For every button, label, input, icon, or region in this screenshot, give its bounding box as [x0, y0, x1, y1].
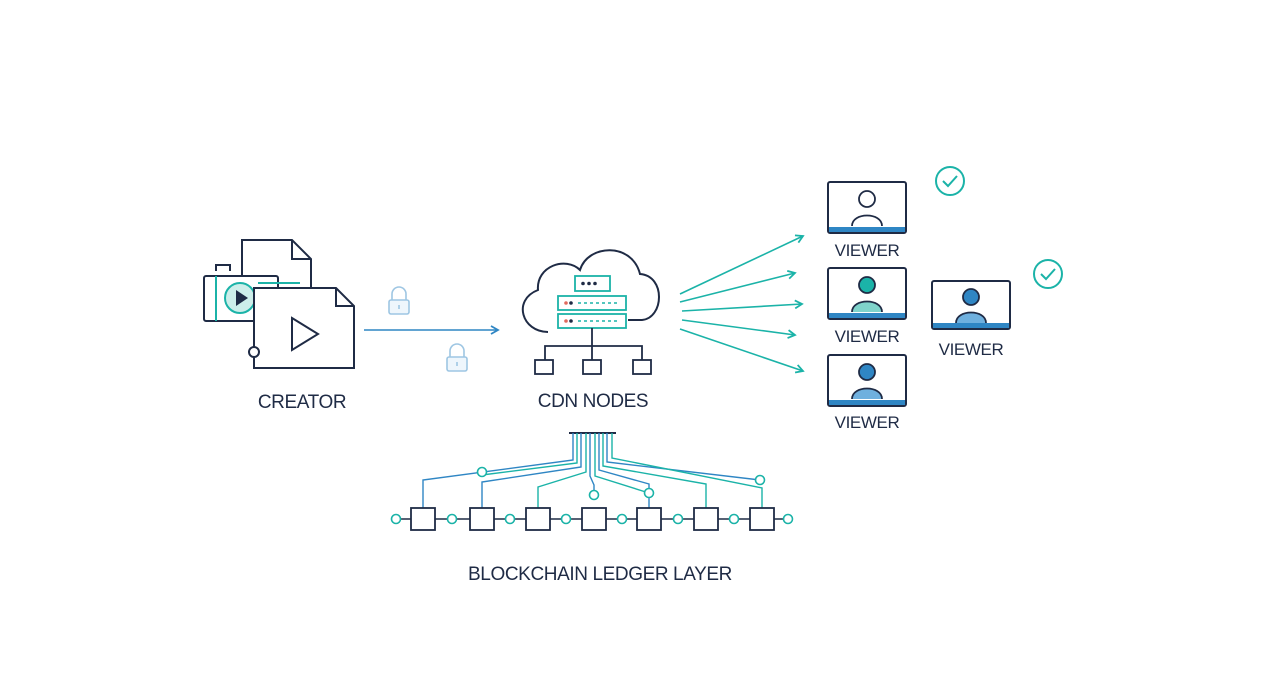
lock-icon [446, 343, 468, 372]
blockchain-ledger-group: BLOCKCHAIN LEDGER LAYER [390, 432, 794, 585]
arrow-to-viewer [681, 299, 804, 312]
creator-group: CREATOR [203, 239, 355, 413]
monitor-user-icon [827, 267, 907, 320]
creator-label: CREATOR [258, 392, 346, 413]
network-nodes-icon [534, 328, 652, 375]
arrow-to-viewer [679, 328, 805, 374]
viewer-1: VIEWER [827, 181, 907, 260]
viewer-2: VIEWER [827, 267, 907, 346]
arrow-to-viewer [681, 319, 797, 339]
cdn-group: CDN NODES [521, 249, 660, 412]
monitor-user-icon [931, 280, 1011, 330]
check-circle-icon [935, 166, 965, 196]
viewer-label: VIEWER [835, 327, 900, 346]
viewer-label: VIEWER [835, 413, 900, 432]
viewer-label: VIEWER [835, 241, 900, 260]
cloud-icon [521, 249, 660, 333]
viewer-label: VIEWER [939, 340, 1004, 359]
viewer-4: VIEWER [931, 280, 1011, 359]
video-file-icon [248, 287, 355, 369]
server-stack-icon [557, 275, 627, 329]
viewer-3: VIEWER [827, 354, 907, 432]
monitor-user-icon [827, 181, 907, 234]
check-circle-icon [1033, 259, 1063, 289]
monitor-user-icon [827, 354, 907, 407]
block-chain-icon [390, 432, 794, 531]
arrow-to-viewer [679, 234, 805, 295]
distribution-arrows [679, 234, 805, 374]
ledger-label: BLOCKCHAIN LEDGER LAYER [468, 564, 732, 585]
cdn-label: CDN NODES [538, 391, 648, 412]
lock-icon [388, 286, 410, 315]
arrow-to-viewer [679, 269, 797, 303]
transport-group [364, 286, 500, 372]
